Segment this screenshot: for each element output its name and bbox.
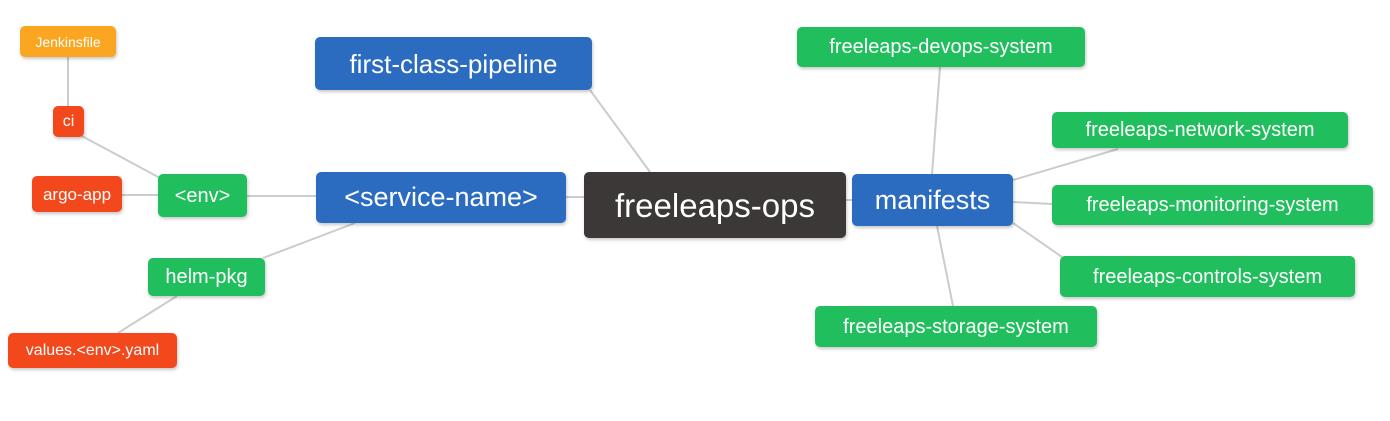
edge-first-class-pipeline-ops <box>589 89 651 173</box>
edge-manifests-monitoring-system <box>1012 201 1053 205</box>
node-argo-app[interactable]: argo-app <box>32 176 122 212</box>
node-freeleaps-controls-system[interactable]: freeleaps-controls-system <box>1060 256 1355 297</box>
node-manifests[interactable]: manifests <box>852 174 1013 226</box>
edge-helm-pkg-values-env-yaml <box>117 295 178 334</box>
node-values-env-yaml[interactable]: values.<env>.yaml <box>8 333 177 368</box>
node-freeleaps-ops[interactable]: freeleaps-ops <box>584 172 846 238</box>
edge-manifests-devops-system <box>931 66 941 175</box>
edge-ci-env <box>79 134 161 179</box>
edge-manifests-controls-system <box>1012 222 1063 258</box>
edge-service-name-helm-pkg <box>262 222 356 259</box>
node-first-class-pipeline[interactable]: first-class-pipeline <box>315 37 592 90</box>
node-freeleaps-network-system[interactable]: freeleaps-network-system <box>1052 112 1348 148</box>
edge-manifests-network-system <box>1012 148 1119 181</box>
node-freeleaps-storage-system[interactable]: freeleaps-storage-system <box>815 306 1097 347</box>
node-jenkinsfile[interactable]: Jenkinsfile <box>20 26 116 57</box>
node-env[interactable]: <env> <box>158 174 247 217</box>
node-freeleaps-monitoring-system[interactable]: freeleaps-monitoring-system <box>1052 185 1373 225</box>
node-ci[interactable]: ci <box>53 106 84 137</box>
edge-manifests-storage-system <box>936 225 954 307</box>
node-service-name[interactable]: <service-name> <box>316 172 566 223</box>
node-helm-pkg[interactable]: helm-pkg <box>148 258 265 296</box>
node-freeleaps-devops-system[interactable]: freeleaps-devops-system <box>797 27 1085 67</box>
